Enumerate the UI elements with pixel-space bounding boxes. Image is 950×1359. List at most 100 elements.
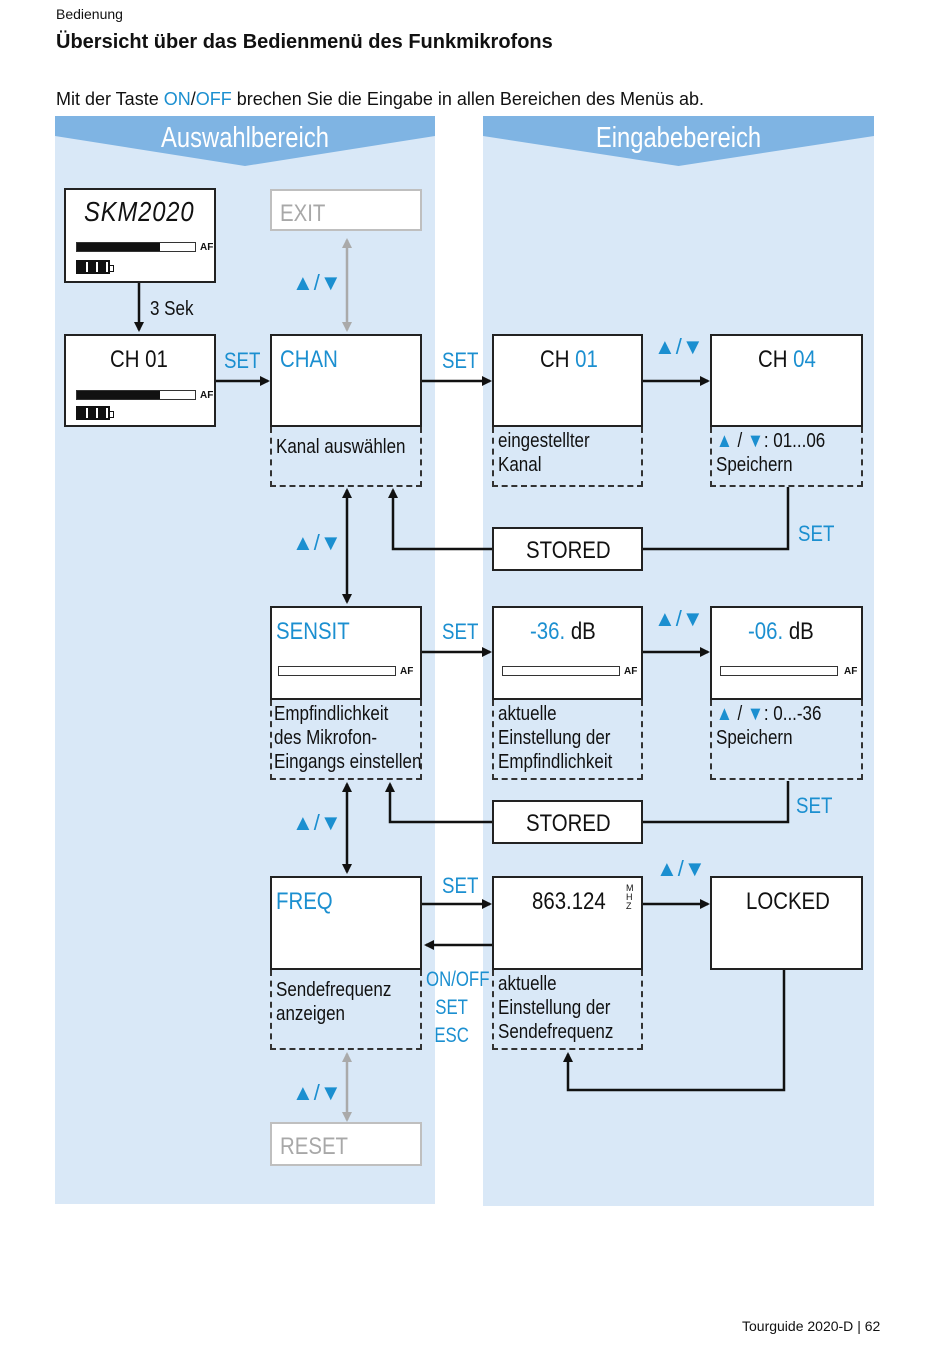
range: : 01...06 [763,430,826,452]
up-down-keys-icon: ▲/▼ [292,810,342,835]
desc-line: Einstellung der [498,997,611,1019]
down-icon: ▼ [746,430,764,452]
af-label: AF [400,666,414,677]
desc-line: des Mikrofon- [274,727,377,749]
set-key-label: SET [442,873,479,898]
channel-current: CH 01 [540,346,598,374]
standard-display: SKM2020 AF [64,188,216,283]
arrow-locked-to-mhz [563,969,786,1092]
chan-menu-item[interactable]: CHAN [270,334,422,427]
desc-line: Eingangs einstellen [274,751,422,773]
channel-current-display: CH 01 [492,334,643,427]
locked-label: LOCKED [746,888,830,915]
up-down-keys-icon: ▲/▼ [654,334,704,359]
af-meter [502,666,620,676]
af-label: AF [624,666,638,677]
channel-new-description: ▲ / ▼: 01...06 Speichern [710,427,863,487]
prefix: CH [758,346,794,373]
arrow-stored2-to-sensit [643,781,790,824]
set-key: SET [435,996,468,1019]
exit-menu-item[interactable]: EXIT [270,189,422,231]
intro-prefix: Mit der Taste [56,89,164,109]
channel-new-display: CH 04 [710,334,863,427]
desc-line: aktuelle [498,703,557,725]
up-down-keys-icon: ▲/▼ [654,606,704,631]
af-label: AF [200,242,214,253]
intro-suffix: brechen Sie die Eingabe in allen Bereich… [231,89,705,109]
frequency-description: aktuelle Einstellung der Sendefrequenz [492,970,643,1050]
up-down-keys-icon: ▲/▼ [292,270,342,295]
sensit-label: SENSIT [276,618,350,645]
desc-line: Empfindlichkeit [498,751,613,773]
channel-current-description: eingestellter Kanal [492,427,643,487]
desc-line: Speichern [716,454,793,476]
channel-display: CH 01 AF [64,334,216,427]
exit-label: EXIT [280,200,326,227]
value: 04 [793,346,816,373]
desc-line: Empfindlichkeit [274,703,389,725]
value: -06. [748,618,784,645]
range: : 0...-36 [763,703,822,725]
channel-new: CH 04 [758,346,816,374]
delay-label: 3 Sek [150,298,194,320]
sensitivity-new-display: -06. dB AF [710,606,863,700]
battery-icon [76,406,114,420]
sensitivity-new: -06. dB [748,618,814,646]
desc-line: Speichern [716,727,793,749]
sensit-menu-item[interactable]: SENSIT AF [270,606,422,700]
set-key-label: SET [224,348,261,373]
value: 01 [575,346,598,373]
unit: dB [788,618,814,645]
af-meter [278,666,396,676]
intro-text: Mit der Taste ON/OFF brechen Sie die Ein… [56,89,704,110]
intro-slash: / [190,89,196,109]
desc-line: eingestellter [498,430,590,452]
freq-description: Sendefrequenz anzeigen [270,970,422,1050]
set-key-label: SET [442,619,479,644]
freq-menu-item[interactable]: FREQ [270,876,422,970]
selection-panel-title: Auswahlbereich [161,122,329,154]
af-label: AF [844,666,858,677]
desc-line: Kanal [498,454,542,476]
cancel-keys: ON/OFF SET ESC [426,966,490,1050]
freq-label: FREQ [276,888,333,915]
page-title: Übersicht über das Bedienmenü des Funkmi… [56,31,553,53]
frequency-value: 863.124 [532,888,606,915]
frequency-unit: MHZ [626,883,634,911]
desc-line: Einstellung der [498,727,611,749]
battery-icon [76,260,114,274]
desc-line: aktuelle [498,973,557,995]
af-label: AF [200,390,214,401]
sensit-description: Empfindlichkeit des Mikrofon- Eingangs e… [270,700,422,780]
stored-display: STORED [492,800,643,844]
section-header: Bedienung [56,6,123,22]
af-meter [720,666,838,676]
af-meter [76,390,196,400]
esc-key: ESC [434,1024,469,1047]
up-down-keys-icon: ▲/▼ [292,1080,342,1105]
footer: Tourguide 2020-D | 62 [742,1318,880,1334]
up-icon: ▲ [716,430,733,452]
arrow-stored-to-chan [643,487,790,551]
down-icon: ▼ [746,703,764,725]
page-number: 62 [864,1318,881,1334]
reset-label: RESET [280,1133,349,1160]
on-key: ON [163,89,191,109]
reset-menu-item[interactable]: RESET [270,1122,422,1166]
chan-label: CHAN [280,346,338,373]
stored-label: STORED [526,537,611,564]
unit: dB [570,618,596,645]
input-panel-title: Eingabebereich [595,122,762,154]
af-meter [76,242,196,252]
footer-separator: | [857,1318,861,1334]
channel-label: CH 01 [110,346,168,373]
locked-display: LOCKED [710,876,863,970]
on-off-key: ON/OFF [426,968,490,991]
stored-display: STORED [492,527,643,571]
frequency-display: 863.124 MHZ [492,876,643,970]
desc-line: Sendefrequenz [276,979,392,1001]
prefix: CH [540,346,576,373]
sensitivity-current-display: -36. dB AF [492,606,643,700]
up-down-keys-icon: ▲/▼ [656,856,706,881]
